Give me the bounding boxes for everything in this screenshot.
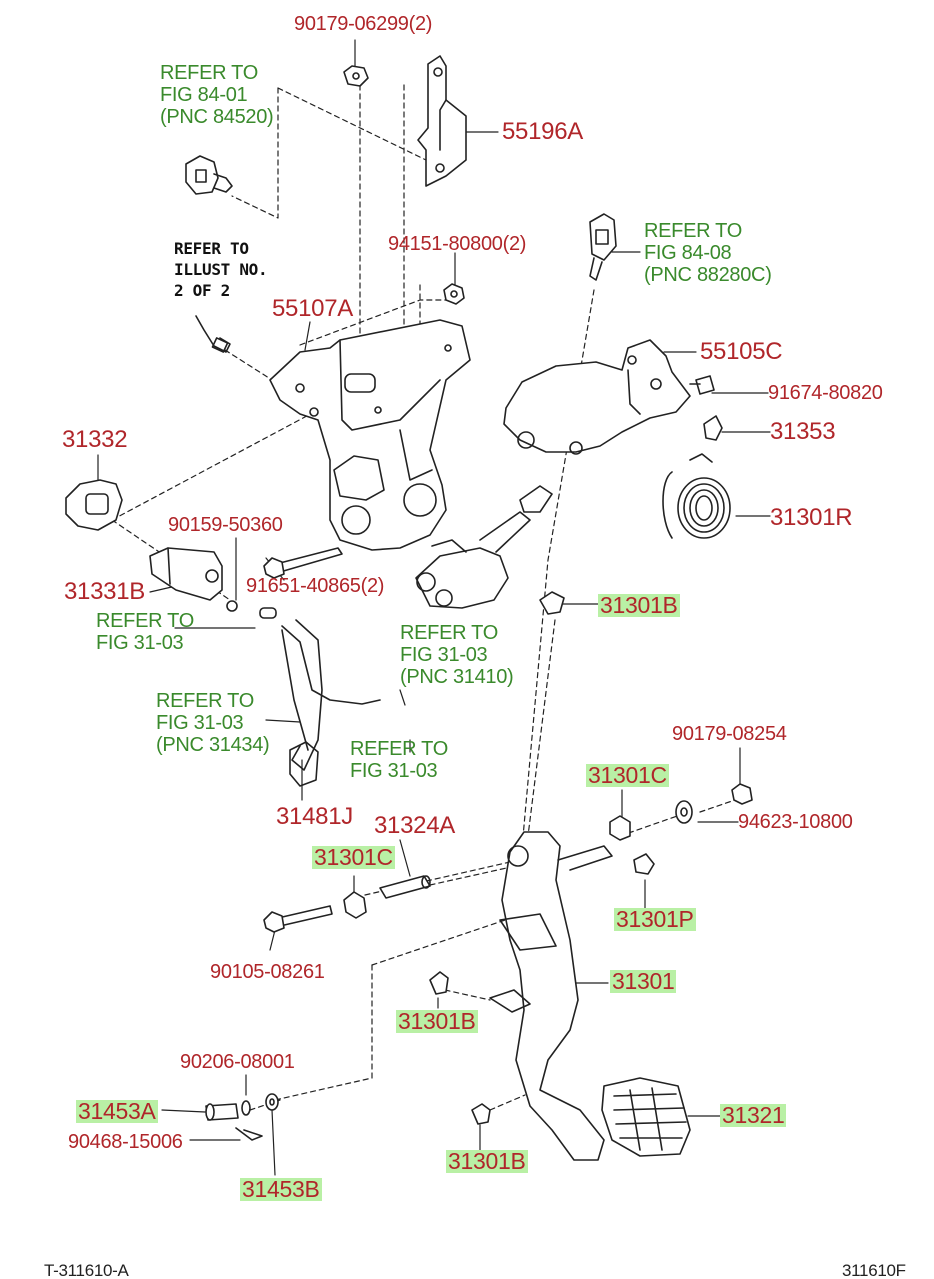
callout-31453A[interactable]: 31453A [76,1098,158,1124]
callout-94151-80800[interactable]: 94151-80800(2) [388,233,527,255]
spring-31301R [662,453,731,539]
callout-31301P[interactable]: 31301P [614,906,696,932]
callout-31301C-upper[interactable]: 31301C [586,762,669,788]
clip-31481J [289,741,319,787]
nut-90179-08254 [731,783,753,805]
reference-fig-31-03-b[interactable]: REFER TO FIG 31-03 [350,738,448,782]
cushion-31301B-mid [429,971,449,995]
callout-55196A[interactable]: 55196A [502,118,583,145]
reference-fig-84-01[interactable]: REFER TO FIG 84-01 (PNC 84520) [160,62,274,128]
callout-31301R[interactable]: 31301R [770,504,853,531]
bolt-91651-40865 [263,547,343,579]
cushion-31301B-upper [539,591,565,615]
clip-90468-15006 [235,1127,263,1141]
callout-31353[interactable]: 31353 [770,418,836,445]
reference-fig-84-08[interactable]: REFER TO FIG 84-08 (PNC 88280C) [644,220,772,286]
hose-31434 [259,607,381,771]
bracket-55105C [503,339,691,455]
illustration-code: T-311610-A [44,1261,129,1279]
callout-90179-06299[interactable]: 90179-06299(2) [294,13,433,35]
reference-illust-2-of-2[interactable]: REFER TO ILLUST NO. 2 OF 2 [174,239,268,300]
clip-31301P [633,853,655,875]
nut-90179-06299 [343,65,369,87]
figure-number: 311610F [842,1261,906,1279]
callout-90468-15006[interactable]: 90468-15006 [68,1131,183,1153]
reference-fig-31-03-pnc-31410[interactable]: REFER TO FIG 31-03 (PNC 31410) [400,622,514,688]
bush-31301C-b [343,891,367,919]
washer-94623-10800 [675,800,693,824]
clutch-master-cylinder [415,485,553,609]
clip-31353 [703,415,723,441]
callout-90179-08254[interactable]: 90179-08254 [672,723,787,745]
callout-91674-80820[interactable]: 91674-80820 [768,382,883,404]
cushion-31301B-lower [471,1103,491,1125]
bush-31301C-a [609,815,631,841]
bolt-91674-80820 [689,375,715,395]
callout-31332[interactable]: 31332 [62,426,128,453]
nut-94151-80800 [443,283,465,305]
reference-fig-31-03-a[interactable]: REFER TO FIG 31-03 [96,610,194,654]
callout-31321[interactable]: 31321 [720,1102,787,1128]
clutch-pedal-lever-31301 [489,831,613,1161]
callout-90206-08001[interactable]: 90206-08001 [180,1051,295,1073]
callout-90105-08261[interactable]: 90105-08261 [210,961,325,983]
pedal-support-55107A [269,319,471,551]
callout-31324A[interactable]: 31324A [374,812,455,839]
callout-31301B-upper[interactable]: 31301B [598,592,680,618]
collar-31324A [379,875,431,899]
bush-31332 [65,479,123,531]
stop-lamp-switch-84520 [185,155,233,195]
callout-31481J[interactable]: 31481J [276,803,353,830]
washer-90206-08001 [241,1100,251,1116]
callout-55107A[interactable]: 55107A [272,295,353,322]
callout-31301C-lower[interactable]: 31301C [312,844,395,870]
pin-31453A [205,1103,239,1121]
switch-88280C [589,213,617,281]
callout-31331B[interactable]: 31331B [64,578,145,605]
callout-31301B-lower[interactable]: 31301B [446,1148,528,1174]
bush-31453B [265,1093,279,1111]
callout-91651-40865[interactable]: 91651-40865(2) [246,575,385,597]
bolt-90105-08261 [263,905,333,933]
callout-31453B[interactable]: 31453B [240,1176,322,1202]
connector-plug [195,315,231,353]
bracket-55196A [417,55,467,187]
push-rod-31331B [149,547,238,612]
reference-fig-31-03-pnc-31434[interactable]: REFER TO FIG 31-03 (PNC 31434) [156,690,270,756]
callout-31301[interactable]: 31301 [610,968,677,994]
callout-31301B-mid[interactable]: 31301B [396,1008,478,1034]
callout-55105C[interactable]: 55105C [700,338,783,365]
pedal-pad-31321 [601,1077,691,1157]
callout-94623-10800[interactable]: 94623-10800 [738,811,853,833]
callout-90159-50360[interactable]: 90159-50360 [168,514,283,536]
